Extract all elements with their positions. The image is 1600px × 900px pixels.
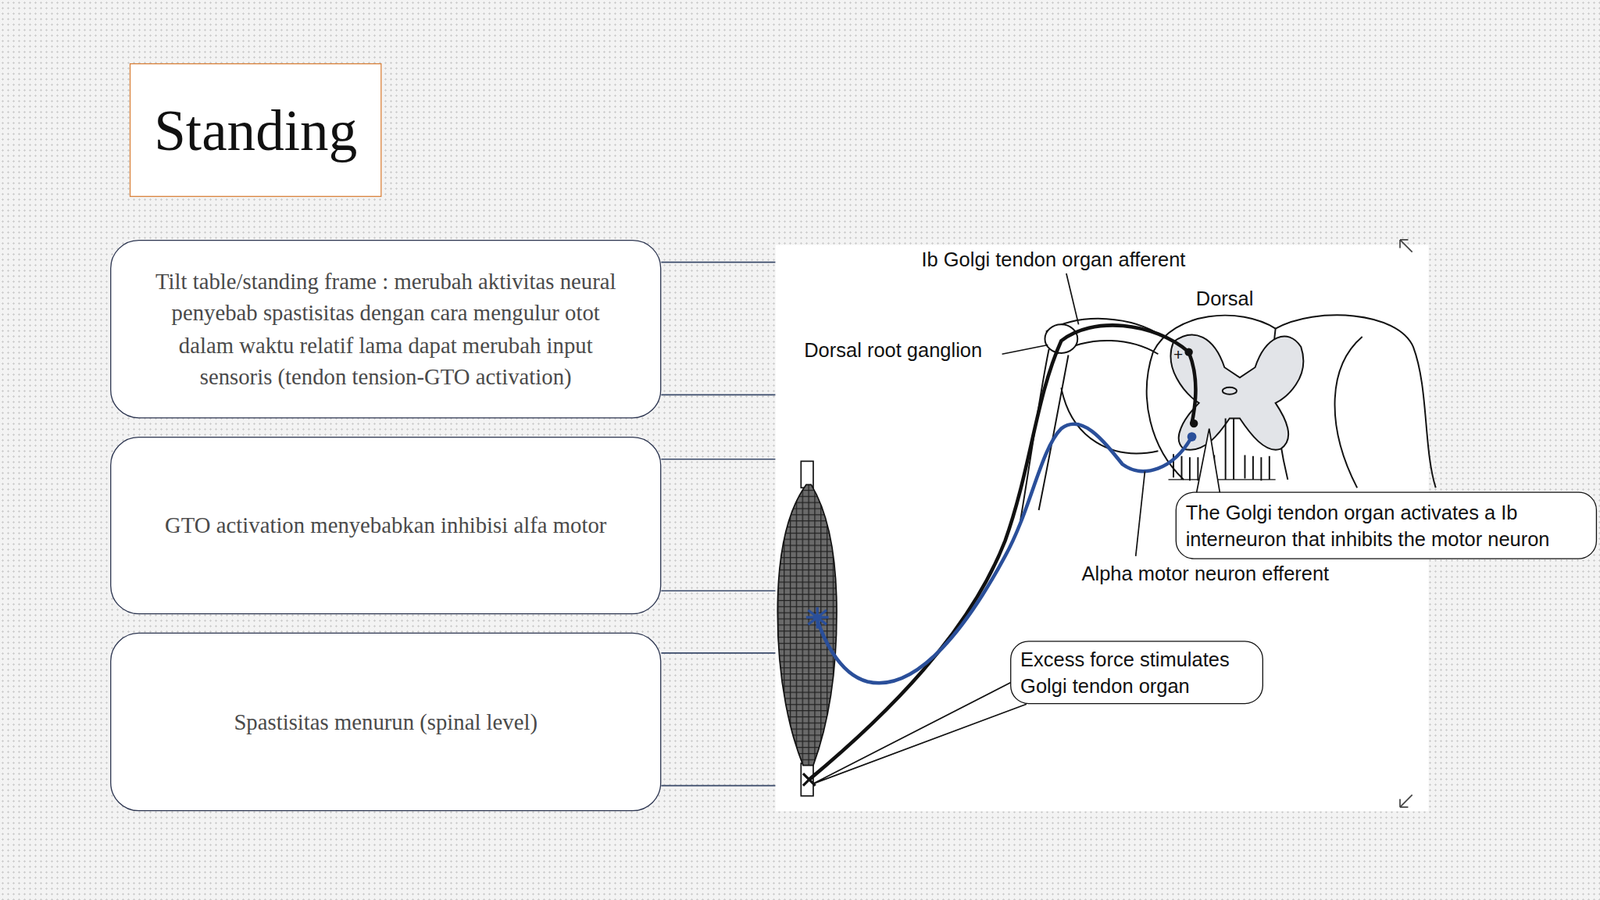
spinal-cord — [1020, 314, 1436, 521]
bracket-lines — [660, 262, 775, 786]
process-box: Tilt table/standing frame : merubah akti… — [110, 239, 661, 419]
process-box: GTO activation menyebabkan inhibisi alfa… — [110, 436, 661, 615]
part-label: Dorsal — [1196, 286, 1254, 311]
node-text: Spastisitas menurun (spinal level) — [233, 706, 538, 739]
node-text: Tilt table/standing frame : merubah akti… — [142, 264, 630, 394]
part-label: + — [1173, 346, 1183, 365]
node-text: GTO activation menyebabkan inhibisi alfa… — [164, 509, 607, 542]
part-label: Ib Golgi tendon organ afferent — [921, 247, 1186, 272]
node-text: Excess force stimulates Golgi tendon org… — [1020, 646, 1254, 700]
part-label: Alpha motor neuron efferent — [1081, 562, 1329, 586]
node-text: The Golgi tendon organ activates a Ib in… — [1185, 499, 1587, 553]
muscle — [777, 460, 837, 796]
callout-box: The Golgi tendon organ activates a Ib in… — [1175, 492, 1597, 560]
part-label: Dorsal root ganglion — [803, 339, 983, 363]
motor-endplate — [806, 607, 829, 629]
synapse — [1187, 432, 1197, 442]
callout-box: Excess force stimulates Golgi tendon org… — [1010, 640, 1264, 704]
process-box: Spastisitas menurun (spinal level) — [110, 632, 661, 812]
title-box: Standing — [129, 63, 383, 197]
title: Standing — [153, 97, 358, 164]
synapse — [1184, 347, 1193, 356]
synapse — [1189, 419, 1198, 428]
